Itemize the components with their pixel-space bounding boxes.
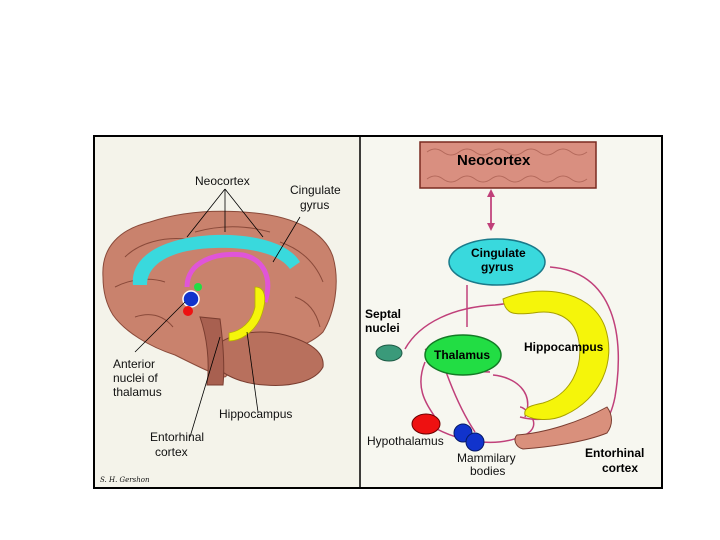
left-panel: Neocortex Cingulate gyrus Anterior nucle… [100,174,341,484]
left-pointer-lines [134,188,301,438]
right-hypothalamus-label: Hypothalamus [367,434,444,448]
right-mammillary-label-line2: bodies [470,464,505,478]
left-cingulate-label-line2: gyrus [300,198,329,212]
left-anterior-label-line3: thalamus [113,385,162,399]
thalamus-node [424,334,502,376]
right-cingulate-label-line2: gyrus [481,260,514,274]
right-septal-label-line1: Septal [365,307,401,321]
hippocampus-shape [228,286,266,342]
right-neocortex-label: Neocortex [457,152,531,169]
hippocampus-node [502,290,610,420]
right-thalamus-label: Thalamus [434,348,490,362]
right-entorhinal-label-line1: Entorhinal [585,446,644,460]
hypothalamus-dot [183,306,193,316]
left-neocortex-label: Neocortex [195,174,250,188]
right-mammillary-label-line1: Mammilary [457,451,516,465]
right-septal-label-line2: nuclei [365,321,400,335]
cingulate-gyrus-band [132,234,300,285]
right-cingulate-label-line1: Cingulate [471,246,526,260]
cerebellum [214,331,324,386]
left-entorhinal-label-line2: cortex [155,445,188,459]
hypothalamus-node [411,413,441,435]
right-entorhinal-label-line2: cortex [602,461,638,475]
cingulate-gyrus-node [448,238,546,286]
papez-circuit-figure: Neocortex Cingulate gyrus Anterior nucle… [93,135,663,489]
arrowhead-up [487,189,495,197]
anterior-thalamus-dot [182,290,200,308]
arrowhead-down [487,223,495,231]
right-hippocampus-label: Hippocampus [524,340,604,354]
mammillary-body-2 [465,432,485,452]
left-entorhinal-label-line1: Entorhinal [150,430,204,444]
left-hippocampus-label: Hippocampus [219,407,292,421]
artist-signature: S. H. Gershon [100,476,150,484]
right-panel: Neocortex Cingulate gyrus Hippocampus Th… [365,141,644,478]
thalamus-dot [194,283,202,291]
entorhinal-cortex-node [514,406,612,450]
figure-canvas: Neocortex Cingulate gyrus Anterior nucle… [100,137,661,487]
brainstem [199,316,225,386]
left-anterior-label-line1: Anterior [113,357,155,371]
neocortex-texture [426,148,588,183]
left-cingulate-label-line1: Cingulate [290,183,341,197]
septal-nuclei-node [375,344,403,362]
fornix-arc [184,251,271,303]
left-anterior-label-line2: nuclei of [113,371,158,385]
